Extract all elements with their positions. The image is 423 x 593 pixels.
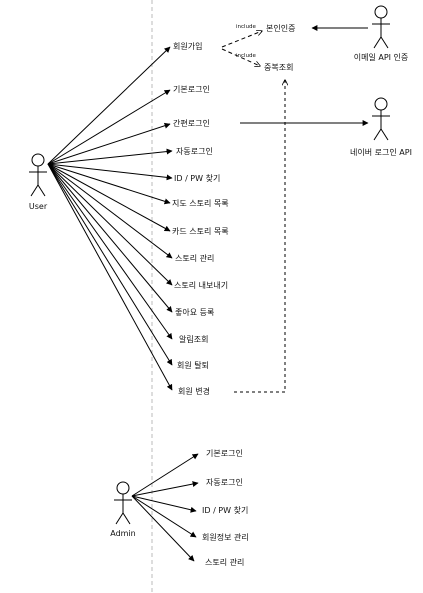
change-to-duplicate-check-link	[234, 80, 285, 393]
user-actor-label: User	[29, 202, 48, 211]
uc-auto-login: 자동로그인	[176, 146, 213, 156]
admin-uc-find-id-pw: ID / PW 찾기	[202, 505, 248, 515]
uc-signup: 회원가입	[173, 42, 202, 51]
admin-associations	[131, 453, 199, 562]
admin-uc-member-info-manage: 회원정보 관리	[202, 532, 249, 542]
uc-simple-login: 간편로그인	[173, 118, 210, 128]
uc-card-story-list: 카드 스토리 목록	[172, 227, 229, 236]
admin-actor	[114, 481, 132, 525]
uc-member-change: 회원 변경	[178, 386, 210, 396]
include-label-1: include	[236, 24, 257, 30]
uc-story-manage: 스토리 관리	[175, 253, 214, 263]
user-associations	[47, 46, 173, 391]
email-api-actor-label: 이메일 API 인증	[354, 52, 409, 62]
uc-duplicate-check: 중복조회	[264, 63, 293, 72]
email-api-actor	[372, 5, 390, 49]
include-label-2: include	[236, 53, 257, 59]
uc-identity-verification: 본인인증	[266, 23, 295, 33]
uc-basic-login: 기본로그인	[173, 84, 210, 94]
uc-map-story-list: 지도 스토리 목록	[172, 199, 229, 208]
user-actor	[29, 153, 47, 197]
admin-uc-auto-login: 자동로그인	[206, 477, 243, 487]
uc-like-register: 좋아요 등록	[175, 307, 214, 317]
admin-uc-basic-login: 기본로그인	[206, 448, 243, 458]
naver-api-actor	[372, 97, 390, 141]
admin-actor-label: Admin	[110, 529, 136, 538]
uc-story-export: 스토리 내보내기	[174, 281, 228, 290]
include-relations	[221, 31, 262, 66]
admin-uc-story-manage: 스토리 관리	[205, 557, 244, 567]
uc-notification-view: 알림조회	[179, 334, 208, 344]
naver-api-actor-label: 네이버 로그인 API	[350, 147, 412, 157]
uc-find-id-pw: ID / PW 찾기	[174, 173, 220, 183]
uc-withdraw: 회원 탈퇴	[177, 360, 209, 370]
